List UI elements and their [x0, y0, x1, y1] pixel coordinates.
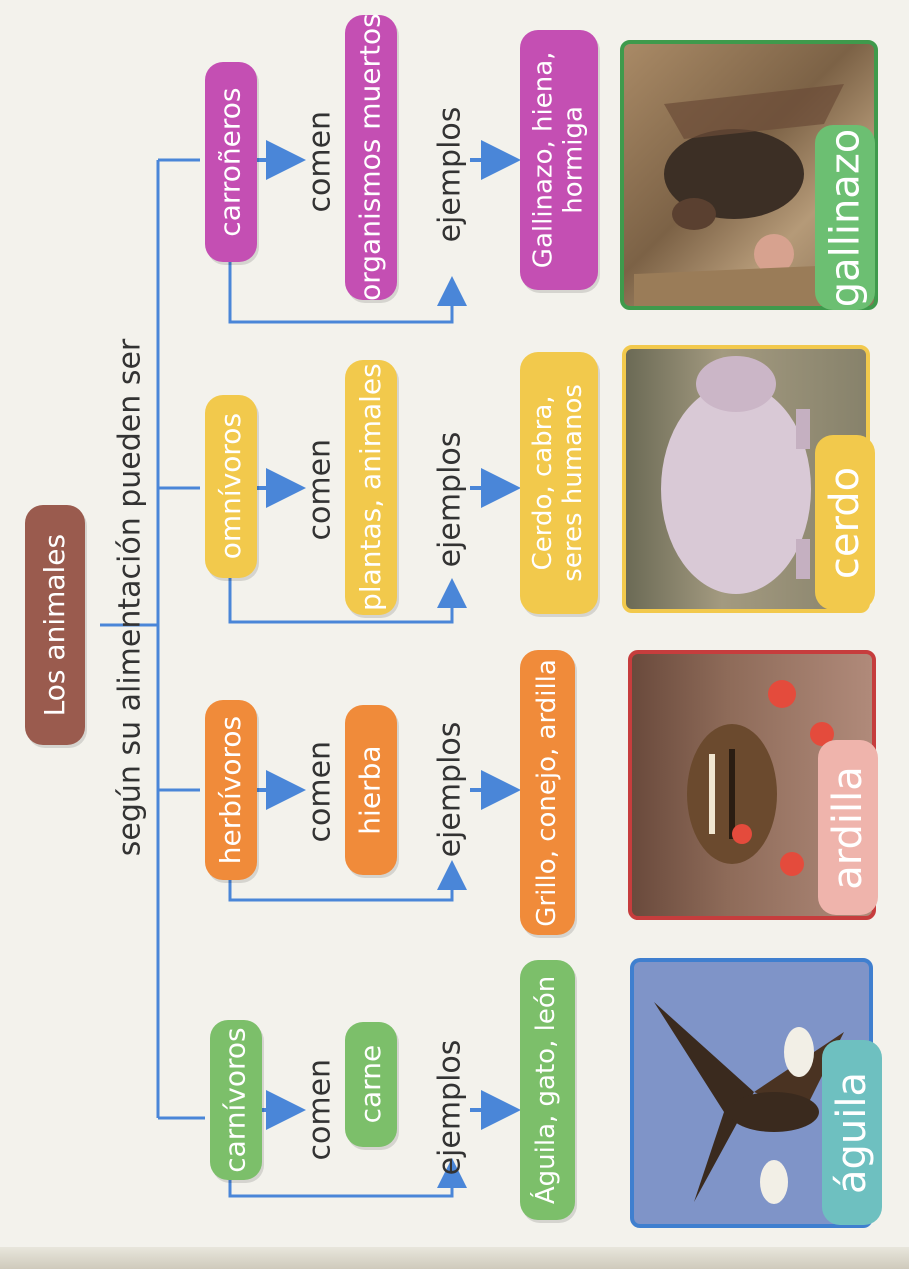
- comen-label-carroneros: comen: [302, 110, 338, 213]
- examples-carnivoros: Águila, gato, león: [520, 960, 575, 1220]
- eats-omnivoros: plantas, animales: [345, 360, 397, 615]
- category-omnivoros: omnívoros: [205, 395, 257, 578]
- tag-ardilla: ardilla: [818, 740, 878, 915]
- root-label: Los animales: [37, 533, 71, 717]
- tag-gallinazo: gallinazo: [815, 125, 875, 310]
- eats-carnivoros: carne: [345, 1022, 397, 1147]
- eats-carroneros: organismos muertos: [345, 14, 397, 301]
- ejemplos-label-omnivoros: ejemplos: [432, 431, 468, 568]
- squirrel-image: [687, 680, 834, 876]
- examples-carroneros: Gallinazo, hiena,hormiga: [520, 30, 598, 290]
- category-carroneros: carroñeros: [205, 62, 257, 262]
- tag-cerdo: cerdo: [815, 435, 875, 610]
- vulture-image: [634, 84, 864, 306]
- ejemplos-label-carroneros: ejemplos: [432, 106, 468, 243]
- pig-image: [661, 356, 811, 594]
- ejemplos-label-carnivoros: ejemplos: [432, 1039, 468, 1176]
- tag-aguila: águila: [822, 1040, 882, 1225]
- ejemplos-label-herbivoros: ejemplos: [432, 721, 468, 858]
- comen-label-carnivoros: comen: [302, 1058, 338, 1161]
- comen-label-omnivoros: comen: [302, 438, 338, 541]
- eats-herbivoros: hierba: [345, 705, 397, 875]
- comen-label-herbivoros: comen: [302, 740, 338, 843]
- examples-omnivoros: Cerdo, cabra,seres humanos: [520, 352, 598, 614]
- examples-herbivoros: Grillo, conejo, ardilla: [520, 650, 575, 935]
- category-carnivoros: carnívoros: [210, 1020, 262, 1180]
- eagle-image: [654, 1002, 844, 1204]
- root-node: Los animales: [25, 505, 85, 745]
- category-herbivoros: herbívoros: [205, 700, 257, 880]
